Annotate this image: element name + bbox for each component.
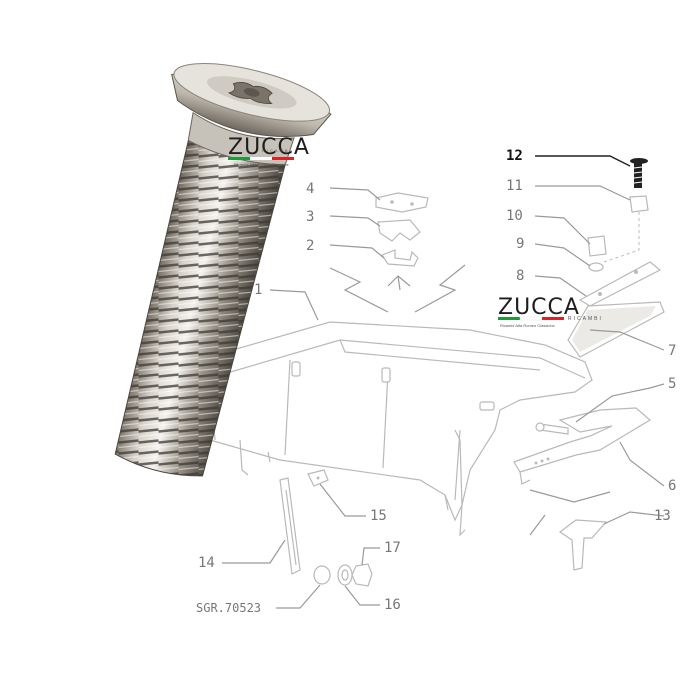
callout-10: 10 [506, 208, 523, 224]
part-14-strap [279, 477, 301, 575]
assembly-arrows [329, 264, 466, 313]
callout-11: 11 [506, 178, 523, 194]
part-3-clip [377, 219, 421, 242]
callout-sgr: SGR.70523 [196, 601, 261, 615]
callout-6: 6 [668, 478, 676, 494]
callout-9: 9 [516, 236, 524, 252]
callout-2: 2 [306, 238, 314, 254]
part-4-plate [375, 192, 429, 213]
washer-sgr [313, 565, 331, 585]
part-6-bracket [513, 407, 652, 485]
svg-text:ZUCCA: ZUCCA [498, 295, 580, 320]
assembly-guide-13 [529, 514, 546, 536]
part-15-clip [307, 469, 329, 487]
svg-text:ZUCCA: ZUCCA [228, 135, 310, 160]
screw-photo: ZUCCA RICAMBI Ricambi Alfa Romeo Classic… [114, 63, 332, 477]
callout-7: 7 [668, 343, 676, 359]
part-16-washer [337, 564, 353, 586]
svg-text:Ricambi Alfa Romeo Classiche: Ricambi Alfa Romeo Classiche [500, 323, 555, 328]
callout-14: 14 [198, 555, 215, 571]
brand-logo-primary: ZUCCA RICAMBI Ricambi Alfa Romeo Classic… [228, 135, 310, 167]
assembly-guide-right [603, 212, 640, 263]
svg-text:Ricambi Alfa Romeo Classiche: Ricambi Alfa Romeo Classiche [234, 162, 289, 167]
callout-15: 15 [370, 508, 387, 524]
part-8-strip [578, 261, 662, 307]
part-7-pad [567, 301, 665, 358]
part-11-nut [629, 195, 649, 213]
callout-1: 1 [254, 282, 262, 298]
exploded-view-drawing: 1 2 3 4 5 6 7 8 9 10 11 12 13 14 15 16 1… [196, 148, 676, 615]
callout-16: 16 [384, 597, 401, 613]
part-12-screw [630, 158, 648, 188]
part-2-clip [381, 249, 419, 267]
part-5-bolt [535, 422, 569, 435]
part-9-washer [588, 262, 604, 272]
svg-text:RICAMBI: RICAMBI [568, 316, 603, 322]
leader-lines [222, 155, 665, 609]
callout-17: 17 [384, 540, 401, 556]
callout-8: 8 [516, 268, 524, 284]
svg-text:RICAMBI: RICAMBI [262, 148, 293, 153]
part-1-body [197, 321, 593, 537]
assembly-guide-6 [529, 489, 611, 503]
callout-5: 5 [668, 376, 676, 392]
part-17-nut [351, 563, 373, 587]
callout-13: 13 [654, 508, 671, 524]
part-10-grommet [587, 235, 607, 257]
callout-12: 12 [506, 148, 523, 164]
callout-4: 4 [306, 181, 314, 197]
part-13-mount [558, 519, 608, 571]
callout-3: 3 [306, 209, 314, 225]
brand-logo-secondary: ZUCCA RICAMBI Ricambi Alfa Romeo Classic… [498, 295, 603, 328]
